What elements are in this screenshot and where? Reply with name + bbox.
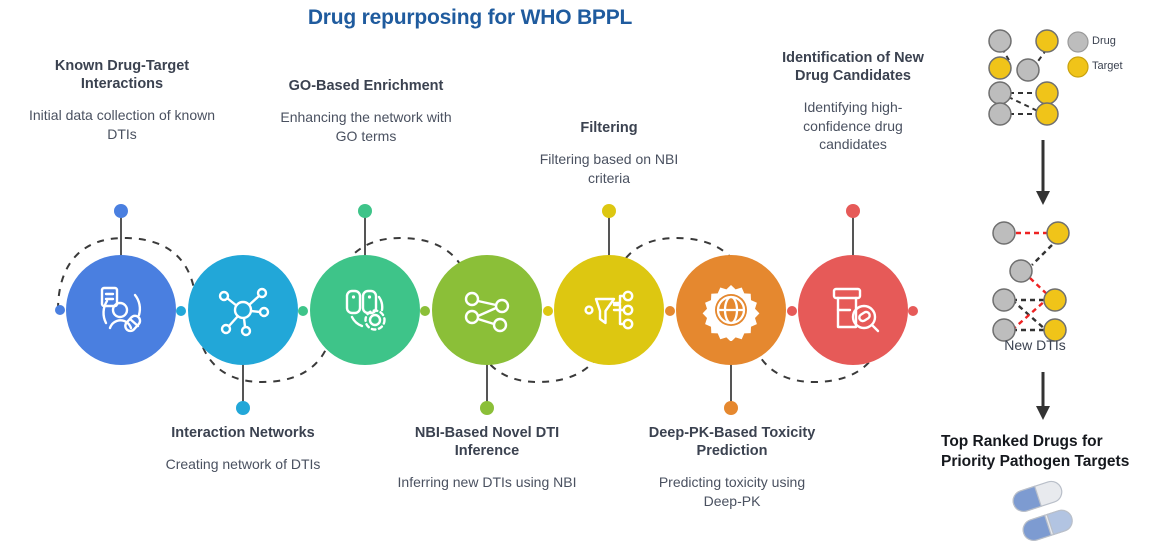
path-dot-3 [298, 306, 308, 316]
top-network-nodes [988, 29, 1059, 126]
funnel-filter-icon [584, 290, 634, 330]
step-circle-1[interactable] [66, 255, 176, 365]
stem-dot-5 [602, 204, 616, 218]
path-dot-1 [55, 305, 65, 315]
stem-dot-1 [114, 204, 128, 218]
path-dot-6 [665, 306, 675, 316]
drug-target-document-icon [100, 286, 142, 333]
step-circle-6[interactable] [676, 255, 786, 365]
legend-swatch-target [1067, 56, 1089, 78]
step-heading-7: Identification of New Drug Candidates [782, 50, 924, 84]
new-dtis-caption: New DTIs [1004, 337, 1066, 353]
globe-gear-icon [702, 285, 760, 341]
step-description-4: Inferring new DTIs using NBI [397, 473, 577, 490]
step-heading-4: NBI-Based Novel DTI Inference [414, 425, 560, 459]
step-description-1: Initial data collection of known DTIs [29, 106, 215, 142]
step-heading-1: Known Drug-Target Interactions [54, 58, 190, 92]
stem-dot-2 [236, 401, 250, 415]
step-text-7: Identification of New Drug Candidates Id… [772, 50, 934, 154]
page-title: Drug repurposing for WHO BPPL [307, 6, 633, 29]
step-circle-5[interactable] [554, 255, 664, 365]
stem-dot-3 [358, 204, 372, 218]
step-text-2: Interaction Networks Creating network of… [148, 425, 338, 474]
top-network-edges [999, 41, 1053, 115]
step-text-6: Deep-PK-Based Toxicity Prediction Predic… [638, 425, 826, 510]
path-dot-7 [787, 306, 797, 316]
legend-label-target: Target [1092, 60, 1123, 72]
step-description-6: Predicting toxicity using Deep-PK [658, 473, 806, 509]
outcome-title: Top Ranked Drugs for Priority Pathogen T… [941, 433, 1130, 470]
step-circle-2[interactable] [188, 255, 298, 365]
step-text-3: GO-Based Enrichment Enhancing the networ… [280, 78, 452, 145]
step-heading-5: Filtering [580, 120, 638, 136]
arrow-1-head [1036, 191, 1050, 205]
step-text-1: Known Drug-Target Interactions Initial d… [22, 58, 222, 143]
arrow-2-head [1036, 406, 1050, 420]
step-heading-2: Interaction Networks [171, 425, 315, 441]
stem-dot-4 [480, 401, 494, 415]
step-circle-4[interactable] [432, 255, 542, 365]
step-text-5: Filtering Filtering based on NBI criteri… [518, 120, 700, 187]
capsule-pills-icon [1012, 480, 1073, 542]
step-description-5: Filtering based on NBI criteria [539, 150, 679, 186]
step-description-7: Identifying high-confidence drug candida… [803, 98, 903, 153]
mid-network-edges [1011, 231, 1053, 332]
stem-dot-6 [724, 401, 738, 415]
pill-bottle-search-icon [832, 287, 880, 333]
step-description-3: Enhancing the network with GO terms [280, 108, 452, 144]
path-dot-5 [543, 306, 553, 316]
network-hub-icon [218, 287, 270, 337]
gene-ontology-gear-icon [345, 289, 386, 331]
path-dot-end [908, 306, 918, 316]
step-heading-6: Deep-PK-Based Toxicity Prediction [648, 425, 816, 459]
node-link-inference-icon [464, 291, 510, 333]
legend-swatch-drug [1067, 31, 1089, 53]
step-description-2: Creating network of DTIs [165, 455, 321, 472]
mid-network-nodes [992, 221, 1070, 342]
step-circle-3[interactable] [310, 255, 420, 365]
path-dot-4 [420, 306, 430, 316]
path-dot-2 [176, 306, 186, 316]
step-heading-3: GO-Based Enrichment [288, 78, 444, 94]
legend-label-drug: Drug [1092, 35, 1116, 47]
stem-dot-7 [846, 204, 860, 218]
step-circle-7[interactable] [798, 255, 908, 365]
step-text-4: NBI-Based Novel DTI Inference Inferring … [392, 425, 582, 492]
